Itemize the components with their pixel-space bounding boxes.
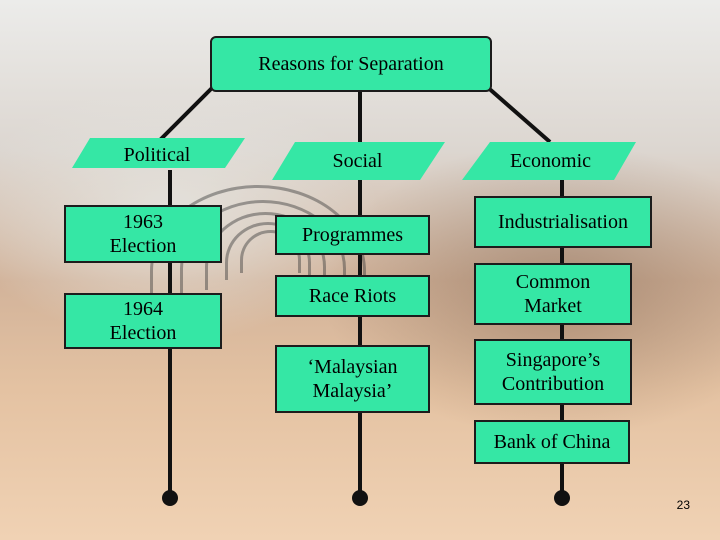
item-malaysian-malaysia: ‘Malaysian Malaysia’ [275,345,430,413]
item-1964-election: 1964 Election [64,293,222,349]
item-industrialisation-label: Industrialisation [498,211,628,233]
item-common-market: Common Market [474,263,632,325]
item-1963-election-label: 1963 Election [109,211,177,257]
item-race-riots: Race Riots [275,275,430,317]
endpoint-political [162,490,178,506]
item-programmes: Programmes [275,215,430,255]
item-bank-of-china: Bank of China [474,420,630,464]
item-programmes-label: Programmes [301,224,404,246]
header-political-shape [72,138,245,168]
item-singapores-contribution: Singapore’s Contribution [474,339,632,405]
item-singapores-contribution-label: Singapore’s Contribution [501,349,605,395]
item-1963-election: 1963 Election [64,205,222,263]
item-1964-election-label: 1964 Election [109,298,177,344]
header-economic: Economic [509,150,592,172]
root-node: Reasons for Separation [210,36,492,92]
item-industrialisation: Industrialisation [474,196,652,248]
page-number: 23 [676,498,690,512]
endpoint-social [352,490,368,506]
header-political: Political [123,144,191,166]
endpoint-economic [554,490,570,506]
header-economic-shape [462,142,636,180]
item-malaysian-malaysia-label: ‘Malaysian Malaysia’ [307,356,398,402]
item-common-market-label: Common Market [515,271,591,317]
connector-root-political [158,83,217,142]
root-label: Reasons for Separation [258,53,444,75]
connector-root-economic [483,83,552,144]
item-race-riots-label: Race Riots [308,285,397,307]
header-social: Social [332,150,383,172]
header-social-shape [272,142,445,180]
item-bank-of-china-label: Bank of China [493,431,611,453]
